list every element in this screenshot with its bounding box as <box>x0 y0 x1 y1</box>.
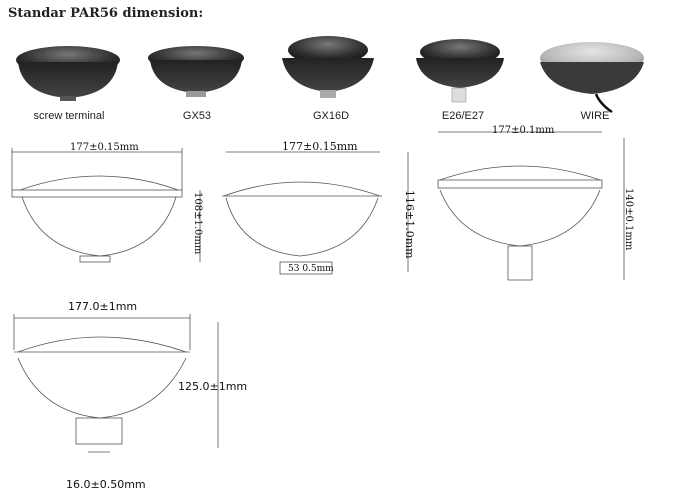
drawing-2-base: 53 0.5mm <box>288 264 334 274</box>
photo-label-e26-e27: E26/E27 <box>441 110 485 122</box>
drawing-4-base: 16.0±0.50mm <box>66 478 146 491</box>
drawing-1-height: 108±1.0mm <box>192 192 203 255</box>
drawing-3-width: 177±0.1mm <box>492 125 555 136</box>
drawing-1-width: 177±0.15mm <box>70 142 139 153</box>
lamp-photo-gx53 <box>148 46 244 97</box>
lamp-photo-gx16d <box>282 36 374 98</box>
dimension-drawing-1 <box>11 148 201 263</box>
page-title: Standar PAR56 dimension: <box>8 6 204 21</box>
photo-label-wire: WIRE <box>580 110 610 122</box>
photo-label-gx16d: GX16D <box>312 110 350 122</box>
lamp-photo-e26-e27 <box>416 39 504 103</box>
drawing-2-height: 116±1.0mm <box>403 190 416 259</box>
drawing-4-width: 177.0±1mm <box>68 300 138 313</box>
dimension-drawing-2 <box>222 151 409 275</box>
drawing-4-height: 125.0±1mm <box>178 380 248 393</box>
drawing-2-width: 177±0.15mm <box>282 140 358 153</box>
photo-label-screw-terminal: screw terminal <box>33 110 105 122</box>
dimension-drawing-4 <box>13 314 219 453</box>
dimension-drawing-3 <box>437 131 625 281</box>
drawing-3-height: 140±0.1mm <box>623 188 634 251</box>
lamp-photo-wire <box>540 42 644 114</box>
lamp-photo-screw-terminal <box>16 46 120 101</box>
photo-label-gx53: GX53 <box>182 110 212 122</box>
